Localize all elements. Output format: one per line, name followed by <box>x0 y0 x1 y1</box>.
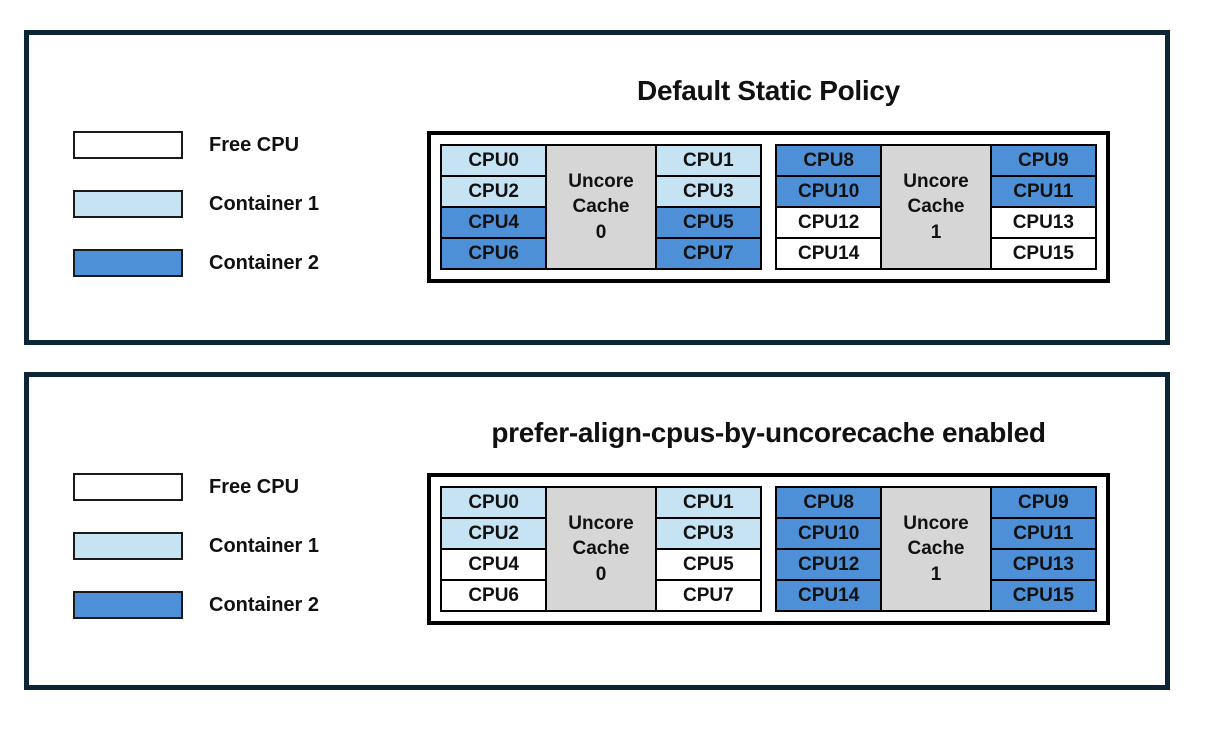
cpu-cell-cpu3: CPU3 <box>654 175 762 208</box>
cpu-cell-cpu13: CPU13 <box>989 206 1097 239</box>
cpu-cell-cpu13: CPU13 <box>989 548 1097 581</box>
cpu-cell-cpu7: CPU7 <box>654 579 762 612</box>
legend: Free CPU Container 1 Container 2 <box>73 131 319 277</box>
cpu-cell-cpu14: CPU14 <box>775 579 883 612</box>
cpu-cell-cpu1: CPU1 <box>654 486 762 519</box>
legend-label: Container 2 <box>209 593 320 616</box>
cpu-cell-cpu2: CPU2 <box>440 517 548 550</box>
cache-label-line: 0 <box>595 563 607 585</box>
cpu-cell-cpu2: CPU2 <box>440 175 548 208</box>
legend-swatch-container2 <box>73 591 183 619</box>
cpu-cell-cpu15: CPU15 <box>989 579 1097 612</box>
cache-label-line: Uncore <box>903 513 969 535</box>
panel-title: Default Static Policy <box>637 75 900 106</box>
cache-label-line: Cache <box>572 196 630 218</box>
cpu-cell-cpu9: CPU9 <box>989 144 1097 177</box>
cpu-cell-cpu12: CPU12 <box>775 548 883 581</box>
cache-label-line: Uncore <box>568 513 634 535</box>
legend-label: Container 1 <box>209 534 320 557</box>
legend-item: Container 1 <box>73 532 319 560</box>
legend-item: Container 1 <box>73 190 319 218</box>
cpu-cell-cpu0: CPU0 <box>440 486 548 519</box>
cpu-cell-cpu12: CPU12 <box>775 206 883 239</box>
cache-label-line: 0 <box>595 221 607 243</box>
legend-swatch-container2 <box>73 249 183 277</box>
cpu-cell-cpu10: CPU10 <box>775 517 883 550</box>
legend-label: Container 2 <box>209 251 320 274</box>
policy-panel-default-static: Default Static Policy Free CPU Container … <box>24 30 1170 345</box>
cpu-cell-cpu3: CPU3 <box>654 517 762 550</box>
legend-swatch-container1 <box>73 190 183 218</box>
cpu-cell-cpu6: CPU6 <box>440 237 548 270</box>
cache-label-line: Uncore <box>903 171 969 193</box>
legend-swatch-free <box>73 131 183 159</box>
legend-swatch-free <box>73 473 183 501</box>
cpu-cell-cpu14: CPU14 <box>775 237 883 270</box>
cpu-cell-cpu7: CPU7 <box>654 237 762 270</box>
cpu-cell-cpu0: CPU0 <box>440 144 548 177</box>
cache-label-line: Uncore <box>568 171 634 193</box>
cpu-cell-cpu5: CPU5 <box>654 206 762 239</box>
cpu-cell-cpu5: CPU5 <box>654 548 762 581</box>
cpu-cell-cpu4: CPU4 <box>440 548 548 581</box>
panel-title: prefer-align-cpus-by-uncorecache enabled <box>491 417 1046 448</box>
cpu-cell-cpu8: CPU8 <box>775 486 883 519</box>
cache-label-line: 1 <box>930 563 942 585</box>
cpu-cell-cpu8: CPU8 <box>775 144 883 177</box>
cache-label-line: Cache <box>572 538 630 560</box>
cpu-cell-cpu10: CPU10 <box>775 175 883 208</box>
cache-label-line: Cache <box>907 196 965 218</box>
legend-item: Container 2 <box>73 591 319 619</box>
legend: Free CPU Container 1 Container 2 <box>73 473 319 619</box>
cpu-cell-cpu1: CPU1 <box>654 144 762 177</box>
cpu-cell-cpu15: CPU15 <box>989 237 1097 270</box>
legend-item: Free CPU <box>73 473 319 501</box>
legend-label: Free CPU <box>209 475 300 498</box>
cpu-cell-cpu6: CPU6 <box>440 579 548 612</box>
cpu-cell-cpu11: CPU11 <box>989 175 1097 208</box>
cpu-cell-cpu9: CPU9 <box>989 486 1097 519</box>
cpu-cell-cpu4: CPU4 <box>440 206 548 239</box>
cache-label-line: 1 <box>930 221 942 243</box>
legend-swatch-container1 <box>73 532 183 560</box>
legend-item: Container 2 <box>73 249 319 277</box>
cache-label-line: Cache <box>907 538 965 560</box>
legend-label: Container 1 <box>209 192 320 215</box>
cpu-cell-cpu11: CPU11 <box>989 517 1097 550</box>
legend-item: Free CPU <box>73 131 319 159</box>
policy-panel-prefer-align-uncorecache: prefer-align-cpus-by-uncorecache enabled… <box>24 372 1170 690</box>
legend-label: Free CPU <box>209 133 300 156</box>
